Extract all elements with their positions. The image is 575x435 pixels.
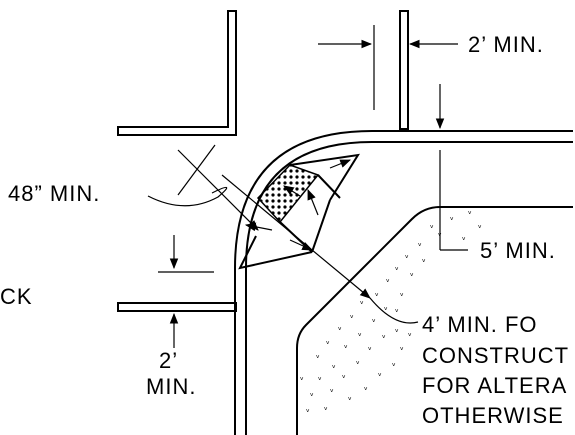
- label-48in-min: 48” MIN.: [8, 181, 100, 206]
- note-line-2: CONSTRUCT: [422, 343, 569, 368]
- dim-line-4ft: [299, 239, 371, 299]
- leader-4ft: [369, 297, 419, 324]
- leader-48: [147, 186, 228, 207]
- grass-mark: ᵥ: [468, 207, 472, 217]
- grass-mark: ᵥ: [368, 343, 372, 353]
- grass-mark: ᵥ: [324, 403, 328, 413]
- post-bottom-left: [117, 302, 237, 312]
- ramp-wing-bottom: [238, 235, 313, 270]
- note-line-3: FOR ALTERA: [422, 373, 567, 398]
- grass-mark: ᵥ: [418, 239, 422, 249]
- grass-mark: ᵥ: [348, 393, 352, 403]
- grass-mark: ᵥ: [364, 383, 368, 393]
- grass-mark: ᵥ: [408, 329, 412, 339]
- grass-mark: ᵥ: [422, 255, 426, 265]
- grass-mark: ᵥ: [372, 315, 376, 325]
- grass-mark: ᵥ: [310, 389, 314, 399]
- grass-mark: ᵥ: [300, 373, 304, 383]
- grass-mark: ᵥ: [338, 323, 342, 333]
- grass-mark: ᵥ: [395, 325, 399, 335]
- grass-mark: ᵥ: [395, 305, 399, 315]
- grass-mark: ᵥ: [384, 303, 388, 313]
- grass-mark: ᵥ: [378, 369, 382, 379]
- grass-mark: ᵥ: [316, 351, 320, 361]
- label-edge-fragment: CK: [0, 284, 33, 309]
- grass-mark: ᵥ: [350, 311, 354, 321]
- grass-mark: ᵥ: [392, 359, 396, 369]
- grass-mark: ᵥ: [405, 251, 409, 261]
- grass-mark: ᵥ: [344, 341, 348, 351]
- label-2ft-bottom: 2’: [159, 348, 178, 373]
- planting-edge: [296, 206, 573, 435]
- grass-mark: ᵥ: [386, 275, 390, 285]
- grass-mark: ᵥ: [306, 405, 310, 415]
- grass-mark: ᵥ: [360, 297, 364, 307]
- grass-mark: ᵥ: [400, 289, 404, 299]
- ramp-wing-top: [289, 153, 360, 201]
- grass-mark: ᵥ: [375, 289, 379, 299]
- post-top: [399, 10, 409, 130]
- grass-mark: ᵥ: [342, 371, 346, 381]
- grass-mark: ᵥ: [430, 221, 434, 231]
- grass-mark: ᵥ: [438, 229, 442, 239]
- grass-mark: ᵥ: [318, 373, 322, 383]
- grass-mark: ᵥ: [395, 263, 399, 273]
- grass-mark: ᵥ: [400, 343, 404, 353]
- note-line-1: 4’ MIN. FO: [422, 312, 538, 337]
- label-2ft-min-top: 2’ MIN.: [468, 32, 544, 57]
- label-5ft-min: 5’ MIN.: [480, 238, 556, 263]
- corner-bar-top-left: [117, 10, 237, 136]
- curb-outer: [234, 130, 573, 435]
- grass-mark: ᵥ: [450, 213, 454, 223]
- label-min-bottom: MIN.: [146, 374, 196, 399]
- grass-mark: ᵥ: [326, 337, 330, 347]
- grass-mark: ᵥ: [332, 361, 336, 371]
- grass-mark: ᵥ: [410, 269, 414, 279]
- note-line-4: OTHERWISE: [422, 403, 564, 428]
- grass-mark: ᵥ: [358, 329, 362, 339]
- curb-inner: [245, 141, 573, 435]
- grass-mark: ᵥ: [330, 385, 334, 395]
- grass-mark: ᵥ: [382, 331, 386, 341]
- grass-mark: ᵥ: [462, 233, 466, 243]
- grass-mark: ᵥ: [356, 357, 360, 367]
- grass-mark: ᵥ: [478, 221, 482, 231]
